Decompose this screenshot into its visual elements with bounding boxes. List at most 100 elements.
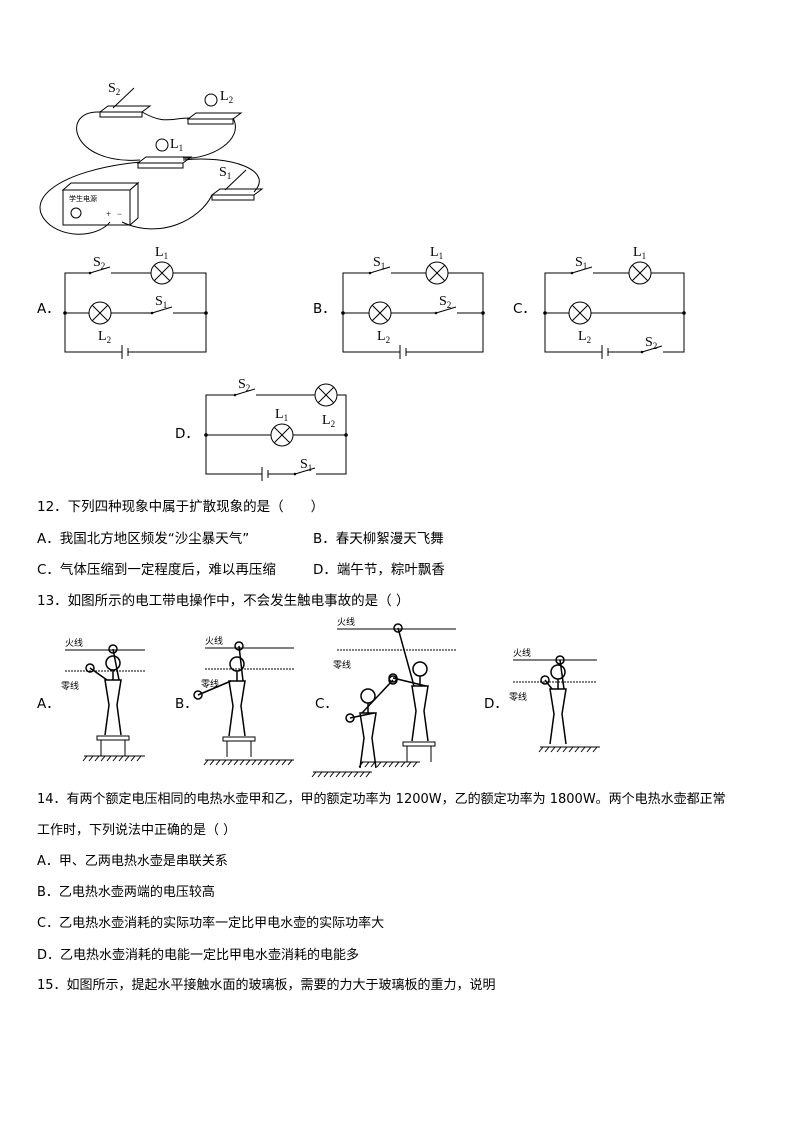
ground-hatch — [341, 771, 347, 778]
ground-hatch — [335, 771, 341, 778]
ground-hatch — [281, 759, 287, 766]
q13-option-c-label[interactable]: C． — [315, 696, 338, 712]
switch-s1-blade — [224, 169, 247, 191]
lamp-cross — [154, 265, 170, 281]
junction-dot — [682, 311, 686, 315]
ground-hatch — [124, 755, 130, 762]
ground-hatch — [406, 761, 412, 768]
q12-option-b[interactable]: B．春天柳絮漫天飞舞 — [313, 531, 444, 547]
switch-gap — [641, 350, 663, 354]
q13-option-b-label[interactable]: B． — [175, 696, 198, 712]
wire — [141, 111, 191, 121]
ground-hatch — [382, 761, 388, 768]
ground-hatch — [317, 771, 323, 778]
q12-stem: 12．下列四种现象中属于扩散现象的是（ ） — [37, 499, 325, 515]
component-label: L2 — [377, 329, 390, 345]
label-l1: L1 — [170, 137, 183, 153]
q11-option-a-label[interactable]: A． — [37, 301, 60, 317]
ground-hatch — [106, 755, 112, 762]
ground-hatch — [269, 759, 275, 766]
q14-option-a[interactable]: A．甲、乙两电热水壶是串联关系 — [37, 854, 228, 869]
person-b — [193, 641, 246, 737]
ground-hatch — [263, 759, 269, 766]
stool-icon — [222, 736, 256, 742]
ground-hatch — [568, 746, 574, 753]
q13-option-a-label[interactable]: A． — [37, 696, 60, 712]
component-label: S2 — [439, 294, 451, 310]
junction-dot — [63, 311, 67, 315]
q13-option-d-label[interactable]: D． — [484, 696, 508, 712]
switch-gap — [571, 271, 593, 275]
component-label: S2 — [93, 255, 105, 271]
neutral-wire-label: 零线 — [333, 659, 351, 670]
switch-gap — [369, 271, 391, 275]
junction-dot — [204, 433, 208, 437]
component-label: S2 — [238, 377, 250, 393]
q11-option-c-label[interactable]: C． — [513, 301, 536, 317]
neutral-wire-label: 零线 — [509, 691, 527, 702]
component-label: S2 — [645, 335, 657, 351]
switch-gap — [89, 271, 111, 275]
live-wire-label: 火线 — [513, 647, 531, 658]
component-label: S1 — [373, 255, 385, 271]
bulb-l1-icon — [155, 138, 169, 152]
ground-hatch — [544, 746, 550, 753]
q12-option-c[interactable]: C．气体压缩到一定程度后，难以再压缩 — [37, 562, 276, 578]
ground-hatch — [233, 759, 239, 766]
lamp-cross — [274, 427, 290, 443]
lamp-cross — [318, 387, 334, 403]
person-a — [85, 644, 122, 736]
ground-hatch — [538, 746, 544, 753]
component-label: S1 — [155, 294, 167, 310]
component-label: L1 — [275, 407, 288, 423]
power-supply-label: 学生电源 — [69, 194, 97, 203]
wire — [182, 158, 260, 193]
battery-gap — [602, 350, 608, 354]
lamp-cross — [372, 305, 388, 321]
q14-option-b[interactable]: B．乙电热水壶两端的电压较高 — [37, 885, 215, 900]
switch-s2-blade — [112, 87, 135, 109]
power-supply-side — [129, 181, 139, 227]
person-d — [540, 655, 567, 745]
switch-gap — [234, 393, 256, 397]
ground-hatch — [239, 759, 245, 766]
junction-dot — [344, 433, 348, 437]
stool-icon — [402, 741, 436, 747]
ground-hatch — [130, 755, 136, 762]
lamp-cross — [632, 265, 648, 281]
bulb-l2-icon — [204, 93, 218, 107]
q12-option-a[interactable]: A．我国北方地区频发“沙尘暴天气” — [37, 531, 250, 547]
live-wire-label: 火线 — [205, 635, 223, 646]
switch-icon — [571, 266, 593, 274]
q14-option-c[interactable]: C．乙电热水壶消耗的实际功率一定比甲电水壶的实际功率大 — [37, 916, 385, 931]
ground-hatch — [592, 746, 598, 753]
ground-hatch — [574, 746, 580, 753]
ground-hatch — [364, 761, 370, 768]
ground-hatch — [311, 771, 317, 778]
live-wire-label: 火线 — [337, 616, 355, 627]
q11-option-b-label[interactable]: B． — [313, 301, 336, 317]
switch-s1-board-edge — [211, 194, 255, 201]
ground-hatch — [329, 771, 335, 778]
q15-stem: 15．如图所示，提起水平接触水面的玻璃板，需要的力大于玻璃板的重力，说明 — [37, 978, 496, 993]
ground-hatch — [251, 759, 257, 766]
wire — [182, 117, 236, 159]
neutral-wire-label: 零线 — [61, 680, 79, 691]
label-s1: S1 — [219, 165, 231, 181]
q14-option-d[interactable]: D．乙电热水壶消耗的电能一定比甲电水壶消耗的电能多 — [37, 948, 360, 963]
plus-terminal-label: + — [106, 209, 111, 219]
lamp-cross — [429, 265, 445, 281]
wire — [121, 194, 213, 230]
ground-hatch — [556, 746, 562, 753]
ground-hatch — [412, 761, 418, 768]
q14-stem-line1: 14．有两个额定电压相同的电热水壶甲和乙，甲的额定功率为 1200W，乙的额定功… — [37, 792, 726, 807]
ground-hatch — [94, 755, 100, 762]
q12-option-d[interactable]: D．端午节，粽叶飘香 — [313, 562, 445, 578]
junction-dot — [481, 311, 485, 315]
ground-hatch — [287, 759, 293, 766]
q14-stem-line2: 工作时，下列说法中正确的是（ ） — [37, 823, 237, 838]
q11-option-d-label[interactable]: D． — [175, 426, 199, 442]
